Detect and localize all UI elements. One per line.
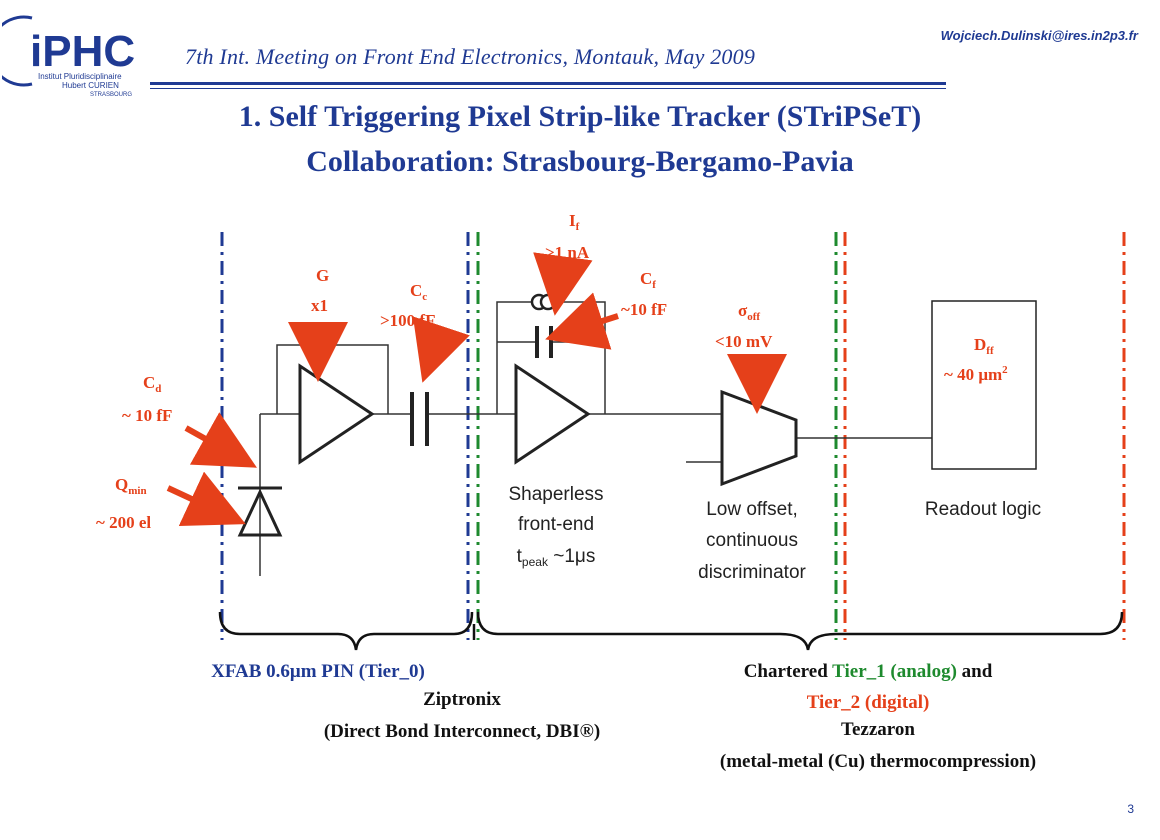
author-email: Wojciech.Dulinski@ires.in2p3.fr bbox=[940, 28, 1138, 43]
shaper-desc-3: tpeak ~1μs bbox=[517, 546, 596, 569]
logo-text: iPHC bbox=[30, 27, 135, 76]
tier0-brace bbox=[218, 611, 474, 651]
current-source-icon bbox=[530, 293, 557, 311]
tier-braces bbox=[218, 611, 1124, 651]
tezzaron-desc: (metal-metal (Cu) thermocompression) bbox=[720, 751, 1036, 772]
cc-arrow bbox=[412, 316, 470, 383]
cf-arrow bbox=[545, 292, 619, 350]
slide-title: 1. Self Triggering Pixel Strip-like Trac… bbox=[238, 100, 922, 133]
readout-logic-box bbox=[931, 300, 1037, 470]
conference-name: 7th Int. Meeting on Front End Electronic… bbox=[185, 44, 756, 69]
feedback-capacitor-icon bbox=[535, 326, 553, 358]
chartered-label: Chartered Tier_1 (analog) and bbox=[744, 661, 993, 682]
if-value: >1 nA bbox=[545, 243, 590, 262]
qmin-label: Qmin bbox=[115, 475, 147, 497]
cd-label: Cd bbox=[143, 373, 161, 395]
shaper-desc-2: front-end bbox=[518, 514, 594, 535]
buffer-amplifier-icon bbox=[298, 363, 375, 465]
cc-label: Cc bbox=[410, 281, 427, 303]
xfab-label: XFAB 0.6μm PIN (Tier_0) bbox=[211, 661, 425, 682]
logo-subtitle: STRASBOURG bbox=[90, 92, 132, 98]
shaper-desc-1: Shaperless bbox=[508, 484, 603, 505]
header-divider bbox=[150, 82, 946, 85]
tier12-brace bbox=[476, 611, 1124, 651]
ziptronix-label: Ziptronix bbox=[423, 689, 501, 710]
discriminator-icon bbox=[720, 389, 798, 487]
cd-arrow bbox=[184, 412, 257, 468]
g-label: G bbox=[316, 266, 329, 285]
g-value: x1 bbox=[311, 296, 328, 315]
logo-subtitle: Institut Pluridisciplinaire bbox=[38, 72, 122, 81]
page-number: 3 bbox=[1127, 802, 1134, 816]
parameter-arrows bbox=[166, 252, 787, 527]
ziptronix-desc: (Direct Bond Interconnect, DBI®) bbox=[324, 721, 600, 742]
disc-desc-3: discriminator bbox=[698, 562, 806, 583]
shaper-amplifier-icon bbox=[514, 363, 591, 465]
logo-subtitle: Hubert CURIEN bbox=[62, 81, 119, 90]
cd-value: ~ 10 fF bbox=[122, 406, 172, 425]
readout-desc: Readout logic bbox=[925, 499, 1041, 520]
off-value: <10 mV bbox=[715, 332, 773, 351]
cf-label: Cf bbox=[640, 269, 656, 291]
qmin-arrow bbox=[166, 471, 246, 527]
disc-desc-2: continuous bbox=[706, 530, 798, 551]
qmin-value: ~ 200 el bbox=[96, 513, 151, 532]
dff-label: Dff bbox=[974, 335, 994, 357]
tier2-label: Tier_2 (digital) bbox=[807, 692, 930, 713]
iphc-logo: iPHC Institut Pluridisciplinaire Hubert … bbox=[2, 15, 135, 98]
slide-subtitle: Collaboration: Strasbourg-Bergamo-Pavia bbox=[306, 145, 854, 178]
cf-value: ~10 fF bbox=[621, 300, 667, 319]
disc-desc-1: Low offset, bbox=[706, 499, 798, 520]
wires bbox=[259, 301, 932, 576]
if-label: If bbox=[569, 211, 580, 233]
cc-value: >100 fF bbox=[380, 311, 435, 330]
if-arrow bbox=[533, 252, 593, 316]
off-label: σoff bbox=[738, 301, 760, 323]
header-divider bbox=[150, 88, 946, 89]
dff-value: ~ 40 μm2 bbox=[944, 364, 1008, 384]
coupling-capacitor-icon bbox=[410, 392, 429, 446]
tezzaron-label: Tezzaron bbox=[841, 719, 915, 740]
